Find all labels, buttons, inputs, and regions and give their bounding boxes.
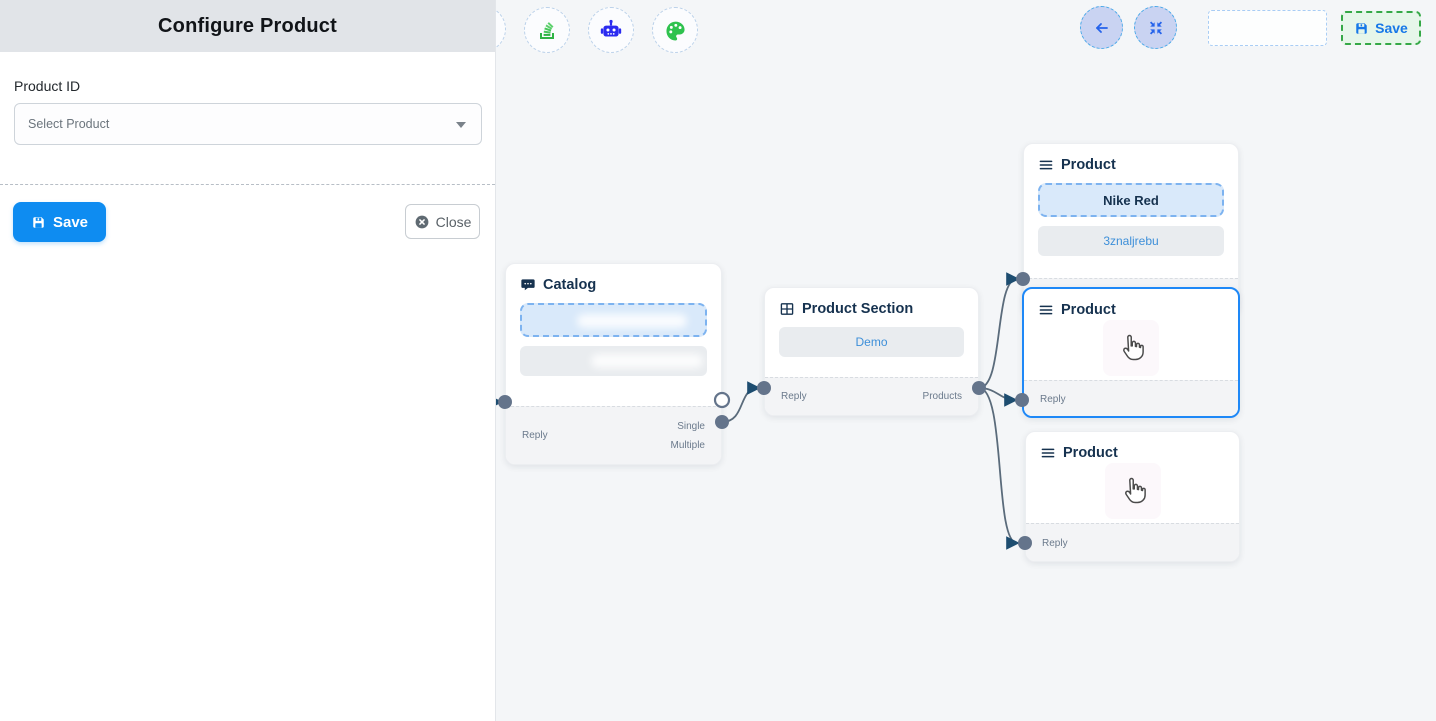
catalog-single-handle[interactable] xyxy=(713,391,731,409)
product3-reply-handle[interactable] xyxy=(1018,536,1032,550)
multiple-handle-label: Multiple xyxy=(670,439,705,451)
demo-chip[interactable]: Demo xyxy=(779,327,964,357)
page-title: Configure Product xyxy=(158,14,337,37)
robot-icon xyxy=(600,19,622,37)
retailer-id-chip-label: 3znaljrebu xyxy=(1103,234,1159,248)
menu-icon xyxy=(1039,160,1053,170)
nike-red-chip-label: Nike Red xyxy=(1103,192,1159,208)
chevron-down-icon xyxy=(456,122,466,128)
edge-products-to-product1[interactable] xyxy=(978,272,1020,389)
catalog-blurred-field[interactable] xyxy=(520,303,707,337)
node-title: Product xyxy=(1061,157,1116,173)
floppy-icon xyxy=(1356,22,1367,34)
bot-button[interactable] xyxy=(588,7,634,53)
product-id-label: Product ID xyxy=(14,78,81,94)
save-button-label: Save xyxy=(52,213,89,231)
select-placeholder: Select Product xyxy=(28,117,110,131)
grid-icon xyxy=(780,303,794,315)
divider xyxy=(0,184,495,185)
save-button[interactable]: Save xyxy=(13,202,106,242)
catalog-multiple-handle[interactable] xyxy=(715,415,729,429)
catalog-node[interactable]: Catalog Reply Single Multiple xyxy=(505,263,722,465)
back-button[interactable] xyxy=(1080,6,1123,49)
node-title: Catalog xyxy=(543,277,597,293)
product-node-2[interactable]: Product Reply xyxy=(1022,287,1240,418)
edges-layer xyxy=(496,272,1032,550)
panel-header: Configure Product xyxy=(0,0,495,52)
chat-icon xyxy=(521,279,535,291)
partial-toolbar-button[interactable] xyxy=(496,6,506,52)
menu-icon xyxy=(1039,305,1053,315)
close-button-label: Close xyxy=(435,213,472,230)
edge-products-to-product3[interactable] xyxy=(978,387,1020,550)
catalog-blurred-field-2[interactable] xyxy=(520,346,707,376)
single-handle-label: Single xyxy=(677,420,705,432)
hand-cursor xyxy=(1103,320,1159,376)
product-id-select[interactable]: Select Product xyxy=(14,103,482,145)
fit-view-icon xyxy=(1149,21,1162,34)
flow-canvas[interactable]: Save Catalog Reply Single Multiple xyxy=(496,0,1436,721)
hand-cursor xyxy=(1104,463,1161,519)
reply-handle-label: Reply xyxy=(781,391,807,402)
catalog-reply-handle[interactable] xyxy=(498,395,512,409)
menu-icon xyxy=(1041,448,1055,458)
node-title: Product Section xyxy=(802,301,914,317)
theme-button[interactable] xyxy=(652,7,698,53)
canvas-save-label: Save xyxy=(1375,20,1408,36)
reply-handle-label: Reply xyxy=(1040,393,1066,405)
back-arrow-icon xyxy=(1095,22,1108,33)
fit-view-button[interactable] xyxy=(1134,6,1177,49)
node-title: Product xyxy=(1061,302,1116,318)
product-section-node[interactable]: Product Section Demo Reply Products xyxy=(764,287,979,416)
stack-button[interactable] xyxy=(524,7,570,53)
product-section-products-handle[interactable] xyxy=(972,381,986,395)
demo-chip-label: Demo xyxy=(855,335,888,349)
product2-reply-handle[interactable] xyxy=(1015,393,1029,407)
palette-icon xyxy=(665,21,685,40)
close-circle-icon xyxy=(415,215,428,228)
retailer-id-chip[interactable]: 3znaljrebu xyxy=(1038,226,1224,256)
products-handle-label: Products xyxy=(922,391,962,402)
node-title: Product xyxy=(1063,445,1118,461)
stack-icon xyxy=(540,22,554,39)
canvas-save-button[interactable]: Save xyxy=(1341,11,1421,45)
empty-dashed-button[interactable] xyxy=(1208,10,1327,46)
reply-handle-label: Reply xyxy=(1042,537,1068,549)
close-button[interactable]: Close xyxy=(405,204,480,239)
product-section-reply-handle[interactable] xyxy=(757,381,771,395)
configure-product-panel: Configure Product Product ID Select Prod… xyxy=(0,0,496,721)
product1-reply-handle[interactable] xyxy=(1016,272,1030,286)
reply-handle-label: Reply xyxy=(522,430,548,441)
product-node-3[interactable]: Product Reply xyxy=(1025,431,1240,562)
floppy-icon xyxy=(33,216,44,228)
nike-red-chip[interactable]: Nike Red xyxy=(1038,183,1224,217)
